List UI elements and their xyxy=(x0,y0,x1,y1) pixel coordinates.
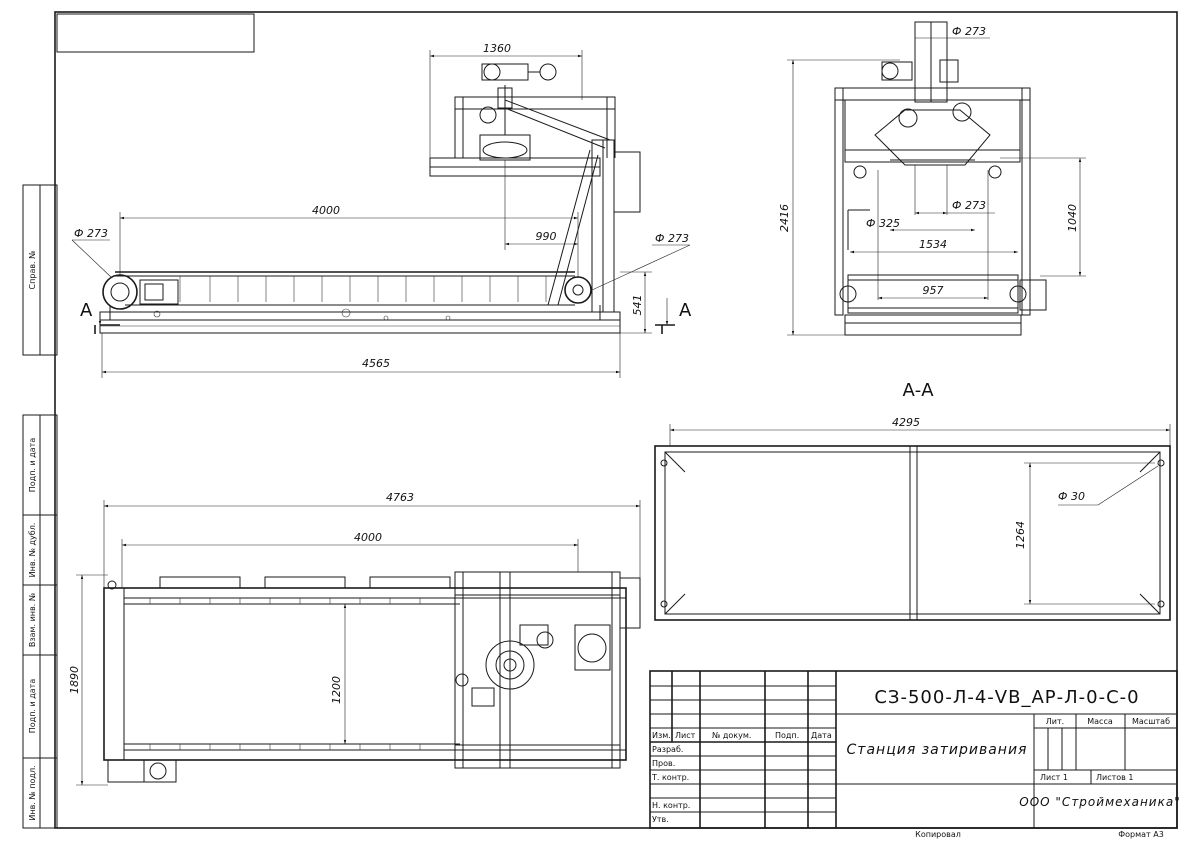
masshtab-label: Масштаб xyxy=(1132,717,1170,726)
dim-phi273-left: Ф 273 xyxy=(74,227,108,240)
frame-plan xyxy=(654,445,1171,621)
sheet-frame xyxy=(22,11,1178,829)
massa-label: Масса xyxy=(1087,717,1113,726)
side-label-sprav: Справ. № xyxy=(28,250,37,290)
header-sign: Подп. xyxy=(775,731,799,740)
dim-1200: 1200 xyxy=(330,676,343,704)
side-view xyxy=(99,63,641,334)
dim-1040: 1040 xyxy=(1066,204,1079,232)
dim-1360: 1360 xyxy=(483,42,511,55)
plan-view-dims xyxy=(76,500,641,786)
dim-phi325: Ф 325 xyxy=(866,217,900,230)
end-view xyxy=(834,21,1047,336)
section-mark-right: А xyxy=(679,300,692,321)
title-block xyxy=(649,670,1178,829)
dim-4000-side: 4000 xyxy=(312,204,340,217)
header-list: Лист xyxy=(675,731,696,740)
side-label-podp2: Подп. и дата xyxy=(28,679,37,734)
dim-541: 541 xyxy=(631,295,644,316)
role-tkontr: Т. контр. xyxy=(651,773,689,782)
dim-2416: 2416 xyxy=(778,204,791,232)
lit-label: Лит. xyxy=(1046,717,1064,726)
dim-1534: 1534 xyxy=(919,238,947,251)
dim-1264: 1264 xyxy=(1014,521,1027,549)
side-label-inv-dubl: Инв. № дубл. xyxy=(28,523,37,578)
dim-990: 990 xyxy=(536,230,557,243)
header-izm: Изм. xyxy=(652,731,671,740)
copied-label: Копировал xyxy=(915,830,961,839)
end-view-dims xyxy=(787,37,1086,336)
document-designation: СЗ-500-Л-4-VB_АР-Л-0-С-0 xyxy=(874,687,1139,708)
side-view-dims xyxy=(71,50,691,378)
role-nkontr: Н. контр. xyxy=(652,801,690,810)
header-date: Дата xyxy=(811,731,832,740)
dim-4763: 4763 xyxy=(386,491,414,504)
dim-phi273-top: Ф 273 xyxy=(952,25,986,38)
sheet-number: Лист 1 xyxy=(1040,773,1068,782)
dim-phi273-right: Ф 273 xyxy=(655,232,689,245)
dim-4565: 4565 xyxy=(362,357,390,370)
side-label-vzam: Взам. инв. № xyxy=(28,592,37,647)
plan-view xyxy=(103,571,641,783)
role-prov: Пров. xyxy=(652,759,675,768)
section-label: А-А xyxy=(902,380,934,401)
frame-plan-dims xyxy=(669,424,1171,605)
dim-1890: 1890 xyxy=(68,666,81,694)
side-label-podp1: Подп. и дата xyxy=(28,438,37,493)
section-mark-left: А xyxy=(80,300,93,321)
sheet-count: Листов 1 xyxy=(1096,773,1134,782)
role-razrab: Разраб. xyxy=(652,745,683,754)
format-label: Формат А3 xyxy=(1118,830,1164,839)
dim-4295: 4295 xyxy=(892,416,920,429)
dim-957: 957 xyxy=(923,284,944,297)
company-name: ООО "Строймеханика" xyxy=(1019,795,1180,809)
document-name: Станция затиривания xyxy=(847,742,1028,758)
dim-phi30: Ф 30 xyxy=(1058,490,1085,503)
header-doc: № докум. xyxy=(712,731,751,740)
dim-4000-plan: 4000 xyxy=(354,531,382,544)
role-utv: Утв. xyxy=(652,815,669,824)
side-label-inv-podl: Инв. № подл. xyxy=(28,765,37,820)
dim-phi273-inner: Ф 273 xyxy=(952,199,986,212)
